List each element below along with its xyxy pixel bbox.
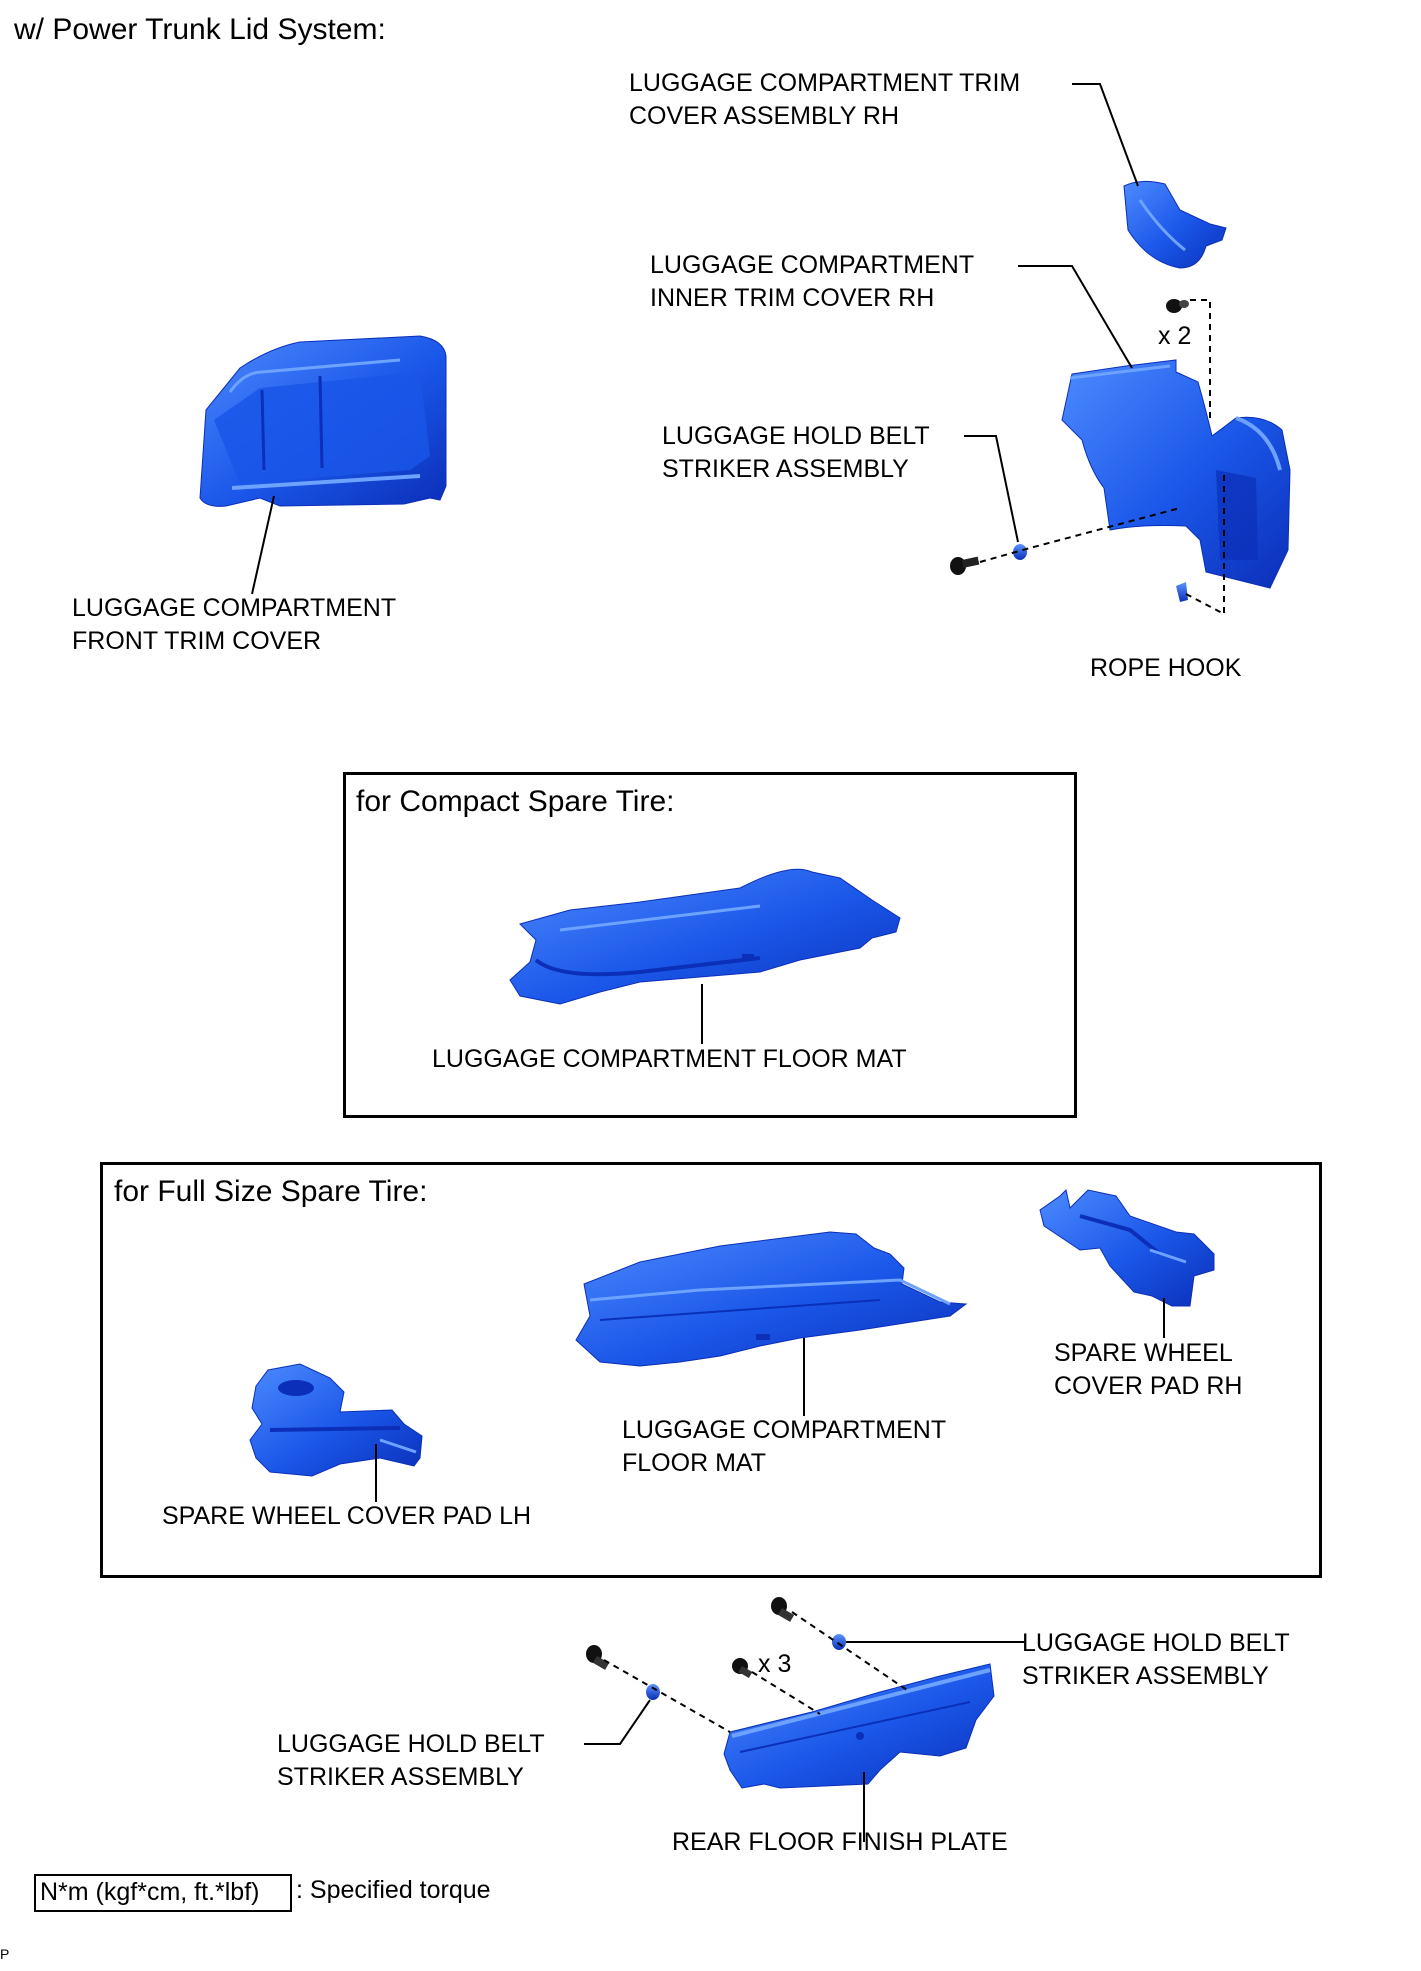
leader-trim-cover-rh [1072,83,1139,187]
leader-inner-trim-rh [1018,265,1133,369]
dashed-guide-belt-top [979,507,1181,563]
rope-hook-part [1176,582,1188,602]
leader-front-trim [251,495,275,595]
dashed-guide-clips [1190,299,1211,420]
label-rear-floor-finish-plate: REAR FLOOR FINISH PLATE [672,1828,1008,1856]
belt-striker-part [832,1634,846,1650]
fullsize-floor-mat-part [575,1231,968,1367]
label-rope-hook: ROPE HOOK [1090,654,1242,682]
label-qty-x2: x 2 [1158,322,1192,350]
compact-spare-tire-section [343,772,1077,1118]
dashed-guide [751,1671,821,1715]
belt-striker-part [1013,544,1027,560]
bolt-icon [586,1645,610,1670]
label-pad-lh: SPARE WHEEL COVER PAD LH [162,1502,532,1530]
trim-cover-assembly-rh-part [1123,180,1227,269]
bolt-icon [732,1658,753,1679]
clip-fastener-icon [1166,299,1189,313]
leader-belt-striker-top [964,435,1019,543]
rear-floor-finish-plate-part [723,1663,995,1789]
fullsize-spare-tire-section [100,1162,1322,1578]
inner-trim-cover-rh-part [1061,359,1291,589]
compact-floor-mat-part [509,868,901,1005]
dashed-guide [603,1659,731,1733]
torque-legend-desc: : Specified torque [296,1876,491,1904]
spare-wheel-pad-lh-part [249,1363,423,1477]
bolt-icon [771,1597,795,1622]
footer-mark: P [0,1946,10,1962]
fullsize-section-title: for Full Size Spare Tire: [114,1175,428,1208]
spare-wheel-pad-rh-part [1039,1189,1215,1307]
dashed-guide-rope-hook [1185,474,1225,616]
page-title: w/ Power Trunk Lid System: [14,13,386,46]
dashed-guide [791,1611,911,1693]
bolt-icon [950,556,980,575]
label-compact-floor-mat: LUGGAGE COMPARTMENT FLOOR MAT [432,1045,907,1073]
belt-striker-part [646,1684,660,1700]
compact-section-title: for Compact Spare Tire: [356,785,675,818]
label-qty-x3: x 3 [758,1650,792,1678]
torque-legend-box [34,1874,292,1912]
torque-legend-units: N*m (kgf*cm, ft.*lbf) [40,1878,260,1906]
front-trim-cover-part [199,335,447,507]
leader-belt-striker-left [584,1699,651,1745]
